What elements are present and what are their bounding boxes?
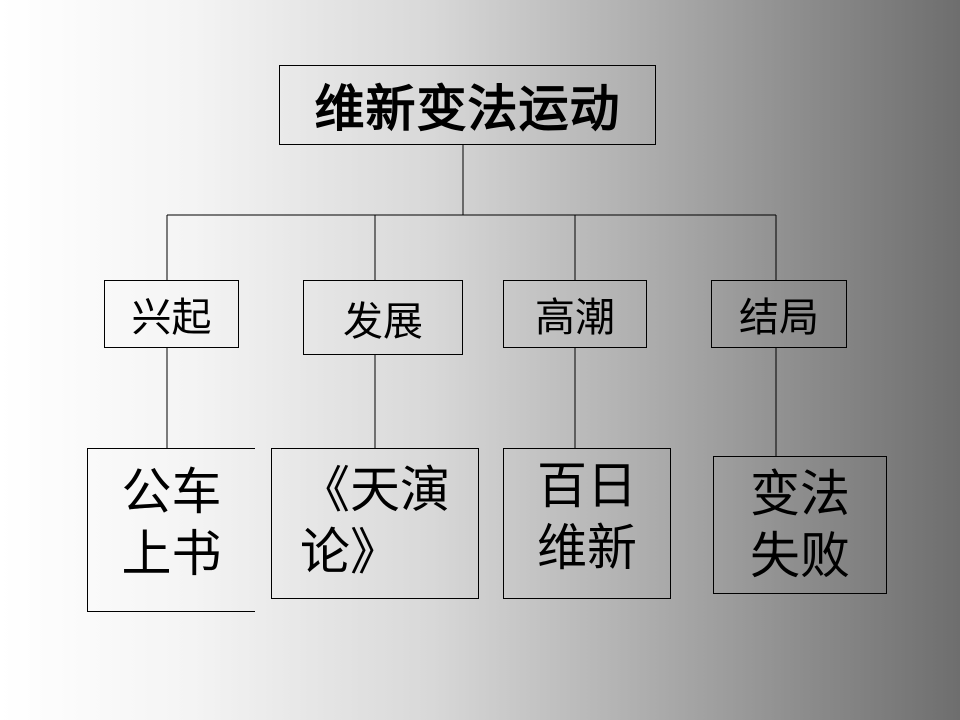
leaf-node-3: 百日 维新 [503, 448, 671, 599]
stage-node-3: 高潮 [503, 280, 647, 348]
stage-node-1: 兴起 [104, 280, 239, 348]
leaf-label-2: 《天演 论》 [300, 461, 450, 581]
leaf-node-1: 公车 上书 [87, 448, 255, 612]
leaf-label-3: 百日 维新 [537, 457, 637, 577]
leaf-node-2: 《天演 论》 [271, 448, 479, 599]
stage-label-4: 结局 [739, 295, 819, 341]
stage-node-4: 结局 [711, 280, 847, 348]
root-label: 维新变法运动 [314, 80, 621, 138]
leaf-node-4: 变法 失败 [713, 456, 887, 594]
root-node: 维新变法运动 [279, 65, 656, 145]
stage-label-2: 发展 [343, 298, 423, 345]
stage-label-3: 高潮 [535, 295, 615, 341]
leaf-label-4: 变法 失败 [750, 465, 850, 585]
stage-node-2: 发展 [303, 280, 463, 355]
stage-label-1: 兴起 [131, 295, 212, 341]
leaf-label-1: 公车 上书 [121, 463, 222, 583]
